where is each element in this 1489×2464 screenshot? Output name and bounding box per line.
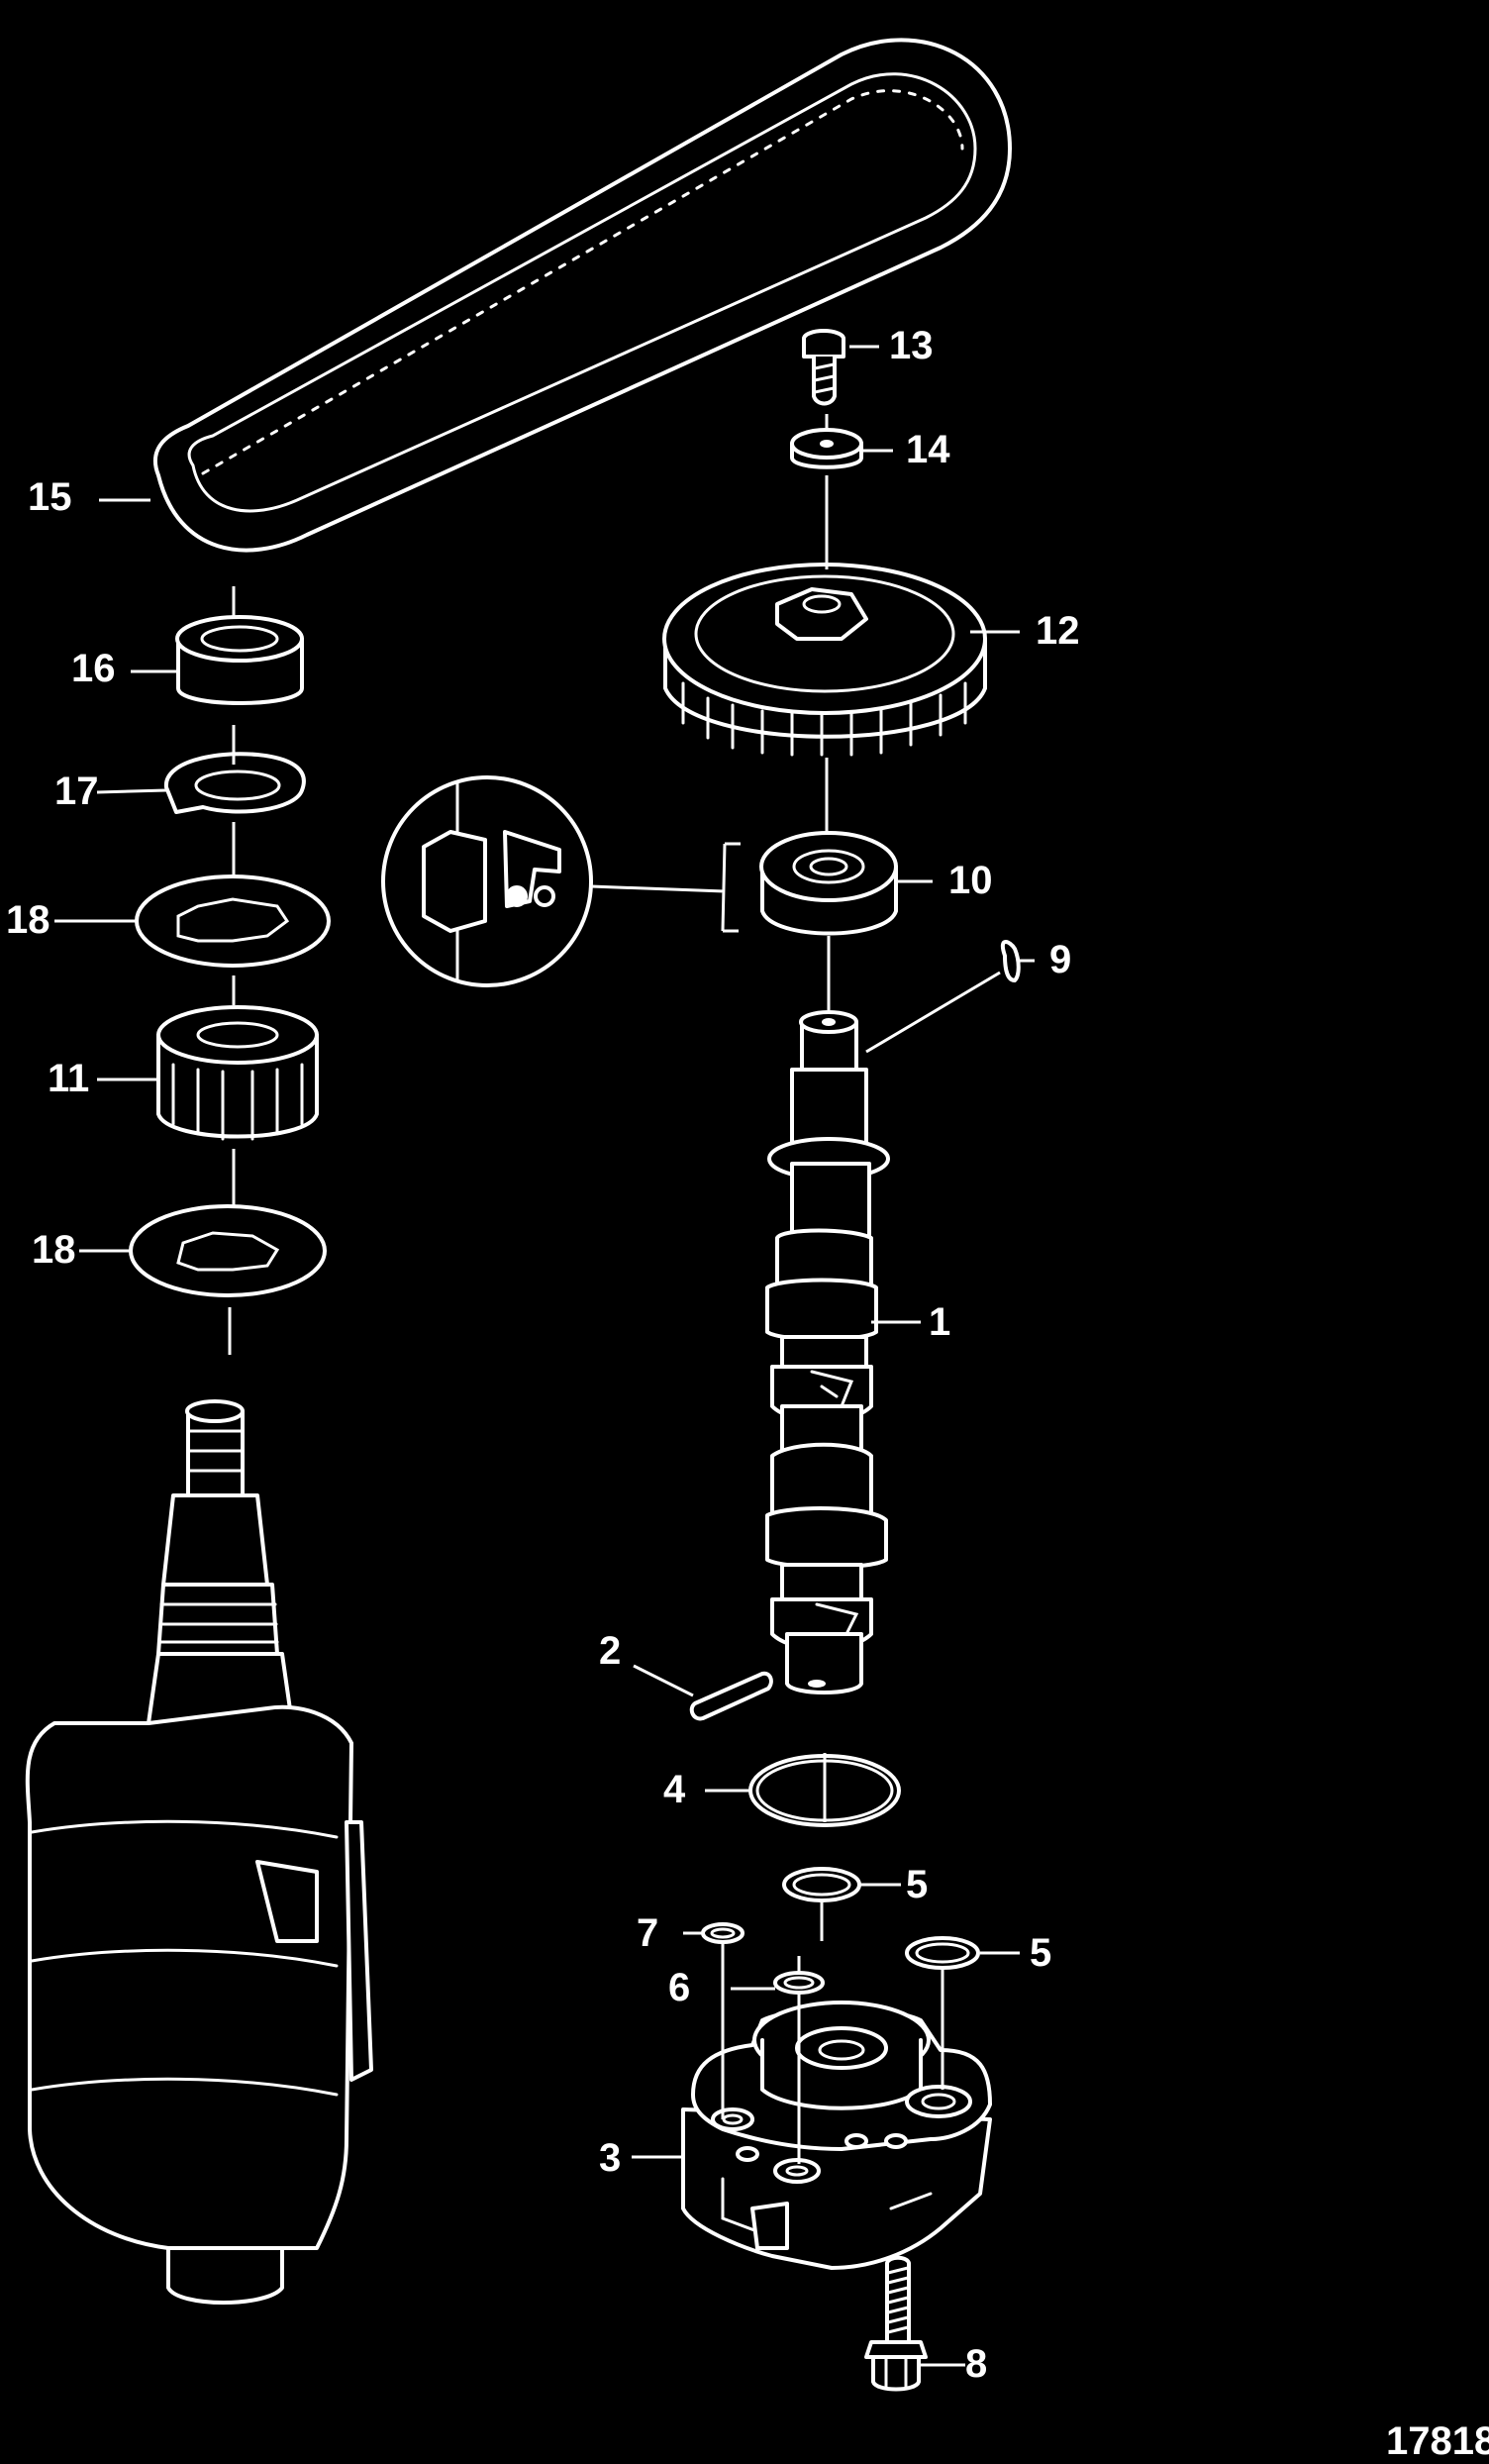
callout-8: 8 — [965, 2342, 987, 2386]
callout-16: 16 — [71, 647, 116, 690]
callout-9: 9 — [1049, 938, 1071, 981]
belt-guide-plate-upper — [135, 874, 331, 968]
callout-1: 1 — [929, 1300, 950, 1344]
callout-3: 3 — [599, 2136, 621, 2180]
callout-18-lower: 18 — [32, 1228, 76, 1272]
callout-4: 4 — [663, 1768, 686, 1811]
camshaft-seal — [759, 831, 898, 936]
callout-5-right: 5 — [1030, 1931, 1051, 1975]
seal-detail-inset — [381, 775, 741, 987]
pump-bolt — [864, 2255, 928, 2392]
dowel-pin — [689, 1671, 773, 1721]
camshaft-sprocket — [662, 563, 987, 757]
callout-13: 13 — [889, 324, 934, 367]
callout-2: 2 — [599, 1629, 621, 1673]
belt-guide-plate-lower — [129, 1204, 327, 1297]
callout-12: 12 — [1036, 609, 1080, 653]
callout-11: 11 — [48, 1057, 89, 1100]
o-ring-tiny — [701, 1922, 744, 1944]
callout-18-upper: 18 — [6, 898, 50, 942]
crankshaft-nut — [175, 615, 304, 705]
callout-17: 17 — [54, 770, 99, 813]
key-washer — [163, 752, 306, 814]
callout-10: 10 — [948, 859, 993, 902]
woodruff-key — [1000, 940, 1021, 982]
o-ring-medium — [773, 1971, 825, 1995]
sprocket-bolt — [802, 329, 845, 406]
callout-7: 7 — [637, 1911, 658, 1955]
timing-belt — [152, 38, 1012, 553]
camshaft — [765, 1010, 890, 1694]
o-ring-small-right — [905, 1936, 980, 1970]
o-ring-small-center — [782, 1867, 861, 1902]
callout-6: 6 — [668, 1966, 690, 2009]
sprocket-washer — [790, 428, 863, 469]
callout-15: 15 — [28, 475, 72, 519]
crankshaft-sprocket — [156, 1005, 319, 1141]
figure-id: 17818 — [1386, 2419, 1489, 2463]
leader-lines — [54, 345, 1035, 2367]
callout-5-center: 5 — [906, 1863, 928, 1906]
crankshaft — [25, 1399, 373, 2305]
callout-14: 14 — [906, 428, 950, 471]
